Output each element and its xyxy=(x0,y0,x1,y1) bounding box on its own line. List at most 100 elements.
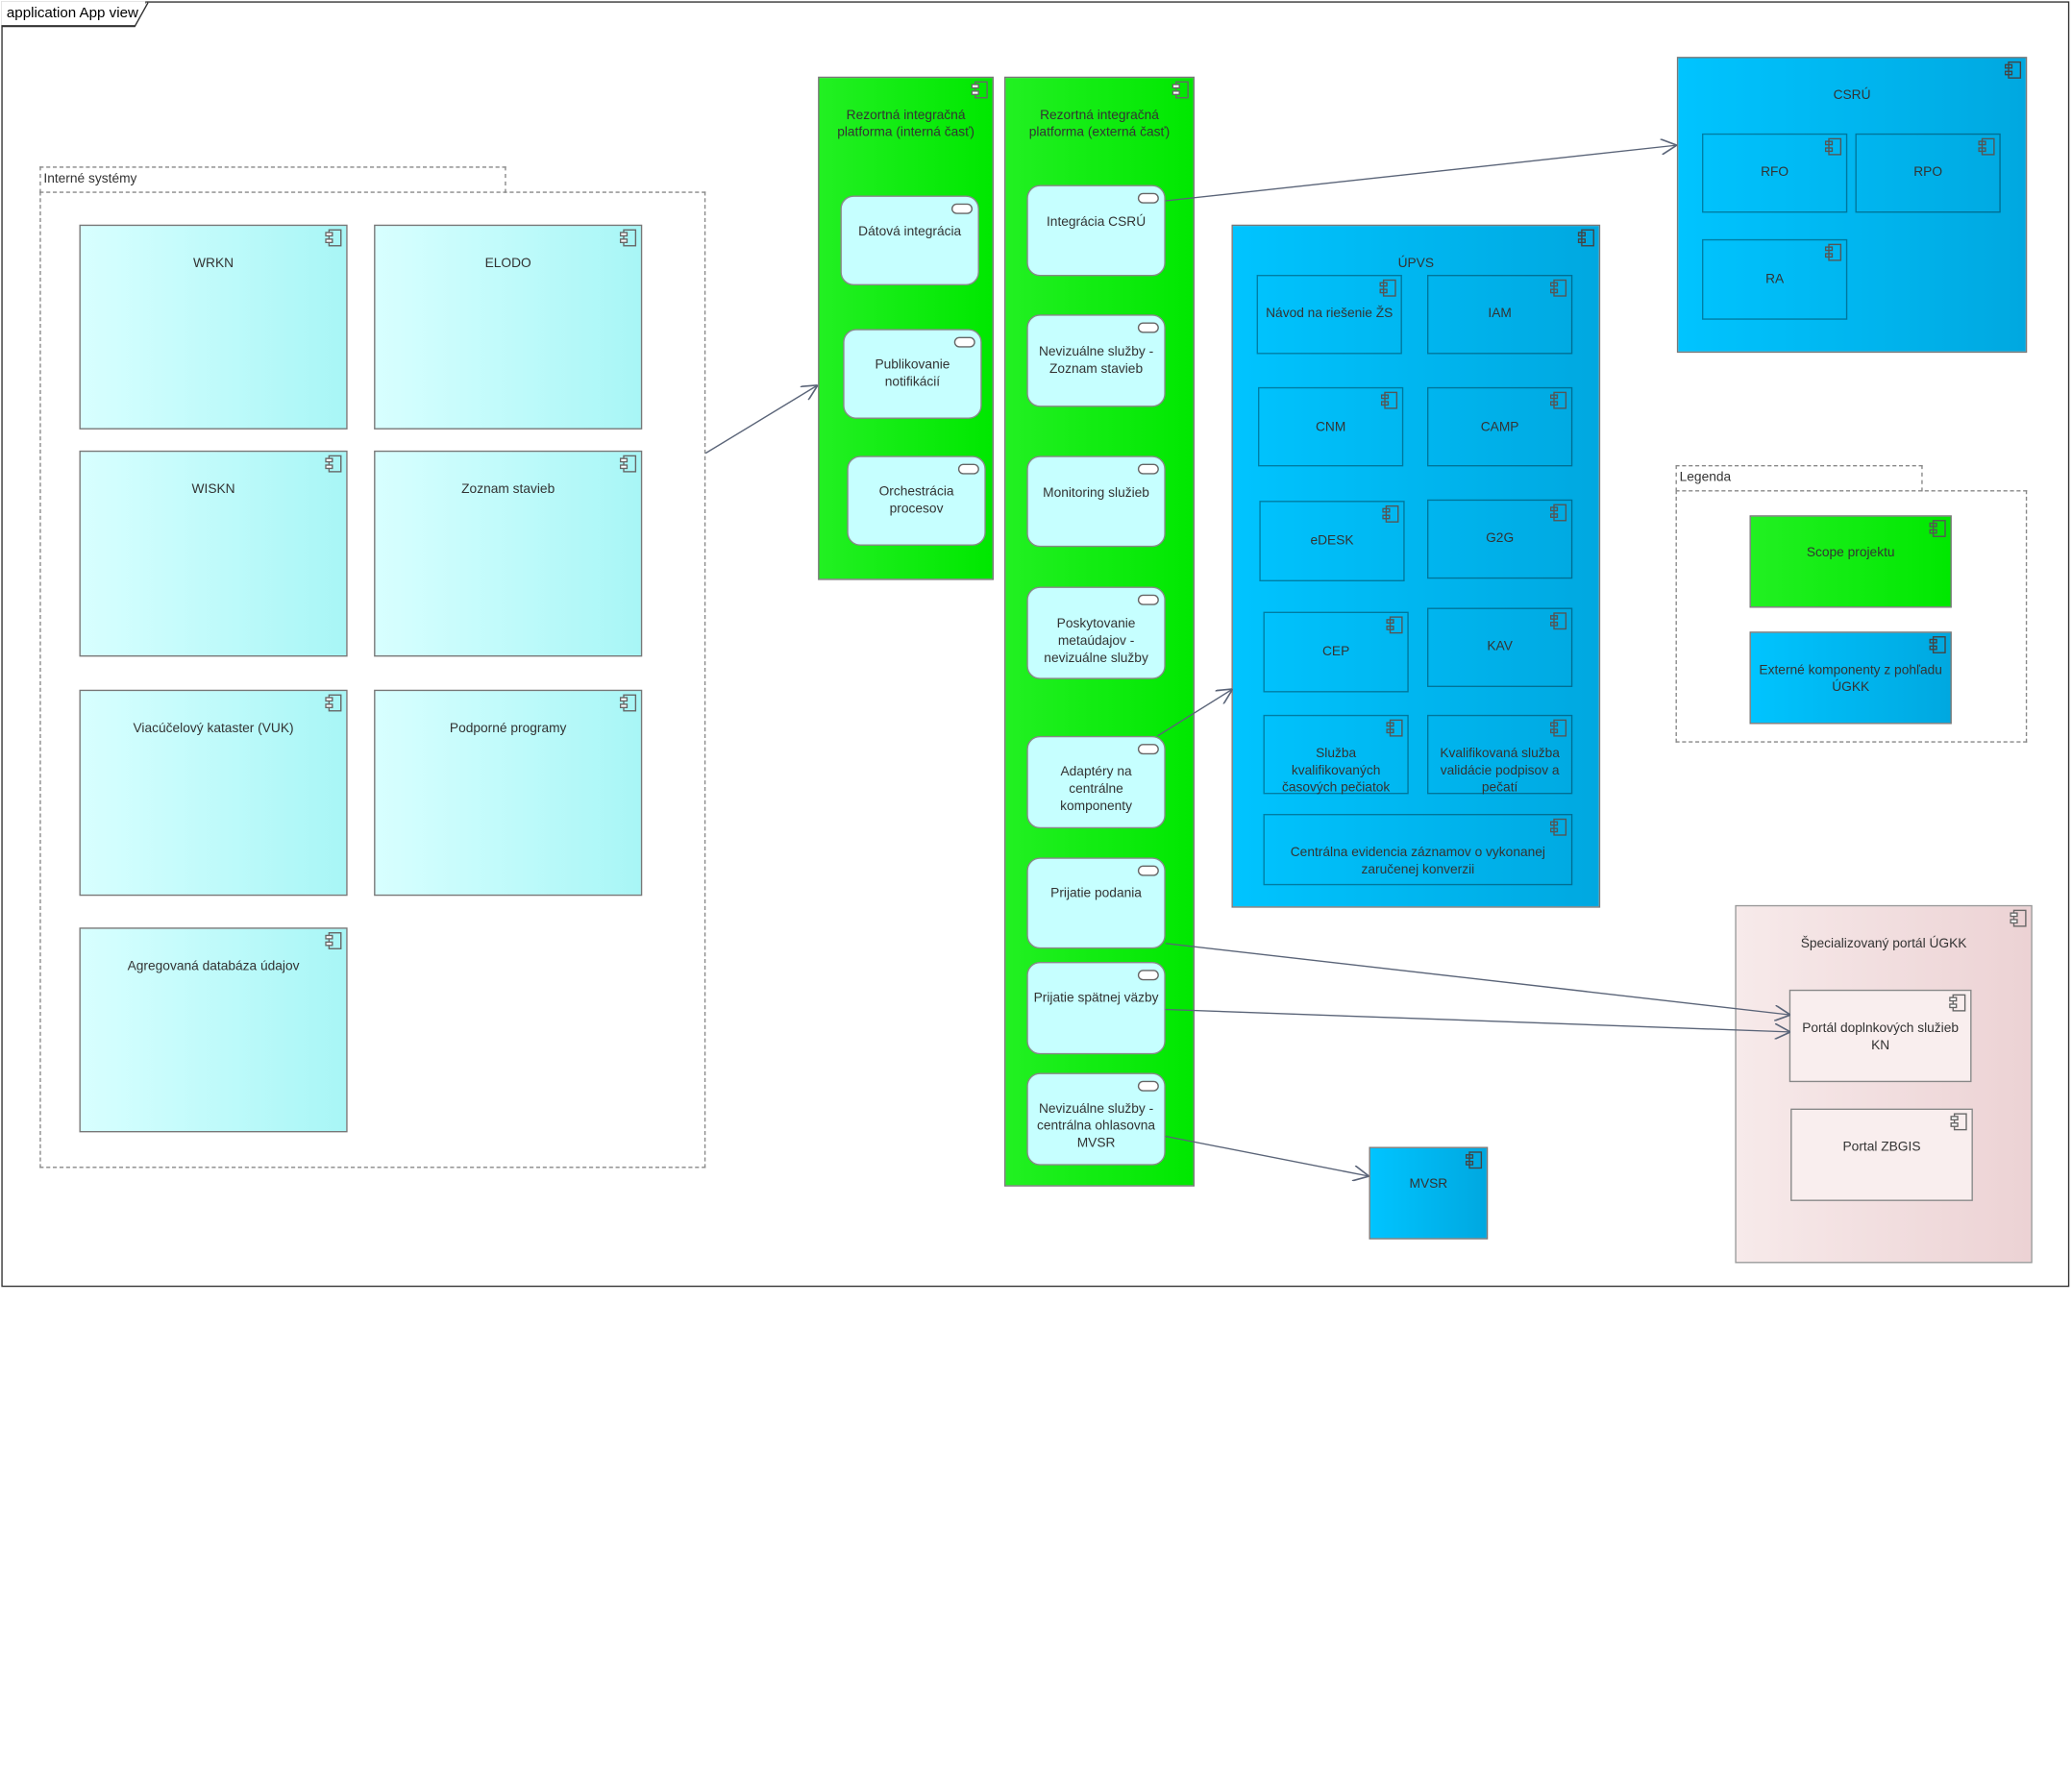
component-icon xyxy=(1824,243,1842,261)
component-icon xyxy=(1549,719,1567,737)
platform-external-title: Rezortná integračná platforma (externá č… xyxy=(1028,108,1171,140)
service-label: Monitoring služieb xyxy=(1043,486,1149,502)
component-icon xyxy=(1382,504,1399,523)
portal-zbgis[interactable]: Portal ZBGIS xyxy=(1790,1108,1973,1201)
component-specializovany-portal[interactable]: Špecializovaný portál ÚGKK xyxy=(1735,904,2033,1264)
service-adaptery[interactable]: Adaptéry na centrálne komponenty xyxy=(1026,735,1166,829)
component-icon xyxy=(1978,137,1995,156)
component-icon xyxy=(1929,636,1946,653)
component-mvsr-label: MVSR xyxy=(1409,1177,1448,1193)
upvs-camp[interactable]: CAMP xyxy=(1427,386,1573,467)
legend-scope: Scope projektu xyxy=(1749,515,1952,608)
upvs-kav[interactable]: KAV xyxy=(1427,607,1573,687)
csru-item-label: RFO xyxy=(1761,164,1789,180)
service-label: Prijatie podania xyxy=(1050,886,1142,901)
component-wrkn-label: WRKN xyxy=(193,256,234,271)
component-icon xyxy=(1929,520,1946,537)
component-zoznam-label: Zoznam stavieb xyxy=(461,481,555,497)
upvs-item-label: Návod na riešenie ŽS xyxy=(1266,307,1394,322)
upvs-cnm[interactable]: CNM xyxy=(1258,386,1404,467)
upvs-g2g[interactable]: G2G xyxy=(1427,499,1573,579)
service-prijatie-spatnej-vazby[interactable]: Prijatie spätnej väzby xyxy=(1026,962,1166,1055)
component-csru[interactable]: CSRÚ xyxy=(1676,57,2028,354)
service-orchestracia-procesov[interactable]: Orchestrácia procesov xyxy=(847,455,986,546)
service-centralna-ohlasovna[interactable]: Nevizuálne služby - centrálna ohlasovna … xyxy=(1026,1072,1166,1166)
service-poskytovanie-metaudajov[interactable]: Poskytovanie metaúdajov - nevizuálne slu… xyxy=(1026,586,1166,679)
upvs-casove-peciatky[interactable]: Služba kvalifikovaných časových pečiatok xyxy=(1263,714,1409,796)
component-upvs[interactable]: ÚPVS xyxy=(1231,224,1601,908)
component-zoznam-stavieb[interactable]: Zoznam stavieb xyxy=(374,450,643,657)
group-interne xyxy=(39,191,706,1168)
service-icon xyxy=(951,203,973,214)
component-icon xyxy=(1577,229,1594,247)
component-icon xyxy=(1950,1113,1967,1131)
csru-rfo[interactable]: RFO xyxy=(1702,133,1848,213)
service-icon xyxy=(1137,865,1159,876)
component-podporne-programy[interactable]: Podporné programy xyxy=(374,689,643,897)
service-integracia-csru[interactable]: Integrácia CSRÚ xyxy=(1026,184,1166,277)
portal-item-label: Portál doplnkových služieb KN xyxy=(1802,1021,1960,1053)
service-icon xyxy=(1137,594,1159,605)
upvs-item-label: CEP xyxy=(1321,645,1350,660)
service-label: Nevizuálne služby - Zoznam stavieb xyxy=(1038,344,1154,377)
component-icon xyxy=(971,81,988,99)
upvs-item-label: Centrálna evidencia záznamov o vykonanej… xyxy=(1290,846,1545,877)
upvs-edesk[interactable]: eDESK xyxy=(1259,501,1405,581)
component-wiskn[interactable]: WISKN xyxy=(79,450,348,657)
legend-external: Externé komponenty z pohľadu ÚGKK xyxy=(1749,631,1952,725)
component-vuk[interactable]: Viacúčelový kataster (VUK) xyxy=(79,689,348,897)
service-icon xyxy=(953,336,975,348)
component-elodo-label: ELODO xyxy=(484,256,531,271)
component-icon xyxy=(1824,137,1842,156)
component-icon xyxy=(2010,909,2027,927)
component-upvs-title: ÚPVS xyxy=(1397,256,1435,271)
component-wrkn[interactable]: WRKN xyxy=(79,224,348,430)
component-icon xyxy=(1386,616,1403,634)
service-label: Poskytovanie metaúdajov - nevizuálne slu… xyxy=(1044,617,1148,666)
upvs-navod[interactable]: Návod na riešenie ŽS xyxy=(1256,275,1402,355)
csru-ra[interactable]: RA xyxy=(1702,238,1848,320)
service-prijatie-podania[interactable]: Prijatie podania xyxy=(1026,857,1166,949)
component-elodo[interactable]: ELODO xyxy=(374,224,643,430)
upvs-item-label: Služba kvalifikovaných časových pečiatok xyxy=(1281,746,1391,796)
portal-title: Špecializovaný portál ÚGKK xyxy=(1800,936,1967,951)
component-icon xyxy=(325,932,342,949)
service-publikovanie-notifikacii[interactable]: Publikovanie notifikácií xyxy=(843,329,982,419)
upvs-iam[interactable]: IAM xyxy=(1427,275,1573,355)
upvs-item-label: CNM xyxy=(1315,420,1346,435)
component-icon xyxy=(1549,279,1567,297)
upvs-item-label: G2G xyxy=(1486,530,1515,546)
component-csru-title: CSRÚ xyxy=(1833,88,1871,104)
upvs-cep[interactable]: CEP xyxy=(1263,611,1409,693)
component-icon xyxy=(325,229,342,247)
service-monitoring-sluzieb[interactable]: Monitoring služieb xyxy=(1026,455,1166,548)
upvs-centralna-evidencia[interactable]: Centrálna evidencia záznamov o vykonanej… xyxy=(1263,814,1573,886)
group-legenda-tab: Legenda xyxy=(1675,465,1923,492)
service-label: Adaptéry na centrálne komponenty xyxy=(1060,765,1133,814)
component-vuk-label: Viacúčelový kataster (VUK) xyxy=(133,721,294,736)
service-datova-integracia[interactable]: Dátová integrácia xyxy=(840,195,979,285)
service-nevizualne-zoznam-stavieb[interactable]: Nevizuálne služby - Zoznam stavieb xyxy=(1026,314,1166,407)
service-icon xyxy=(957,463,979,475)
upvs-item-label: IAM xyxy=(1488,307,1512,322)
component-icon xyxy=(325,455,342,473)
component-icon xyxy=(619,229,637,247)
csru-item-label: RPO xyxy=(1913,164,1943,180)
service-icon xyxy=(1137,192,1159,204)
csru-rpo[interactable]: RPO xyxy=(1855,133,2001,213)
component-wiskn-label: WISKN xyxy=(191,481,235,497)
component-icon xyxy=(1380,391,1398,409)
group-legenda xyxy=(1675,490,2028,743)
upvs-validacia-podpisov[interactable]: Kvalifikovaná služba validácie podpisov … xyxy=(1427,714,1573,796)
service-label: Orchestrácia procesov xyxy=(878,484,954,517)
upvs-item-label: KAV xyxy=(1487,639,1513,654)
portal-item-label: Portal ZBGIS xyxy=(1842,1140,1921,1155)
component-icon xyxy=(1172,81,1189,99)
component-agregovana-databaza[interactable]: Agregovaná databáza údajov xyxy=(79,927,348,1133)
portal-doplnkovych-sluzieb[interactable]: Portál doplnkových služieb KN xyxy=(1788,989,1972,1083)
component-mvsr[interactable]: MVSR xyxy=(1369,1146,1489,1240)
component-icon xyxy=(619,455,637,473)
service-icon xyxy=(1137,1080,1159,1092)
legend-external-label: Externé komponenty z pohľadu ÚGKK xyxy=(1759,663,1942,696)
service-icon xyxy=(1137,744,1159,755)
